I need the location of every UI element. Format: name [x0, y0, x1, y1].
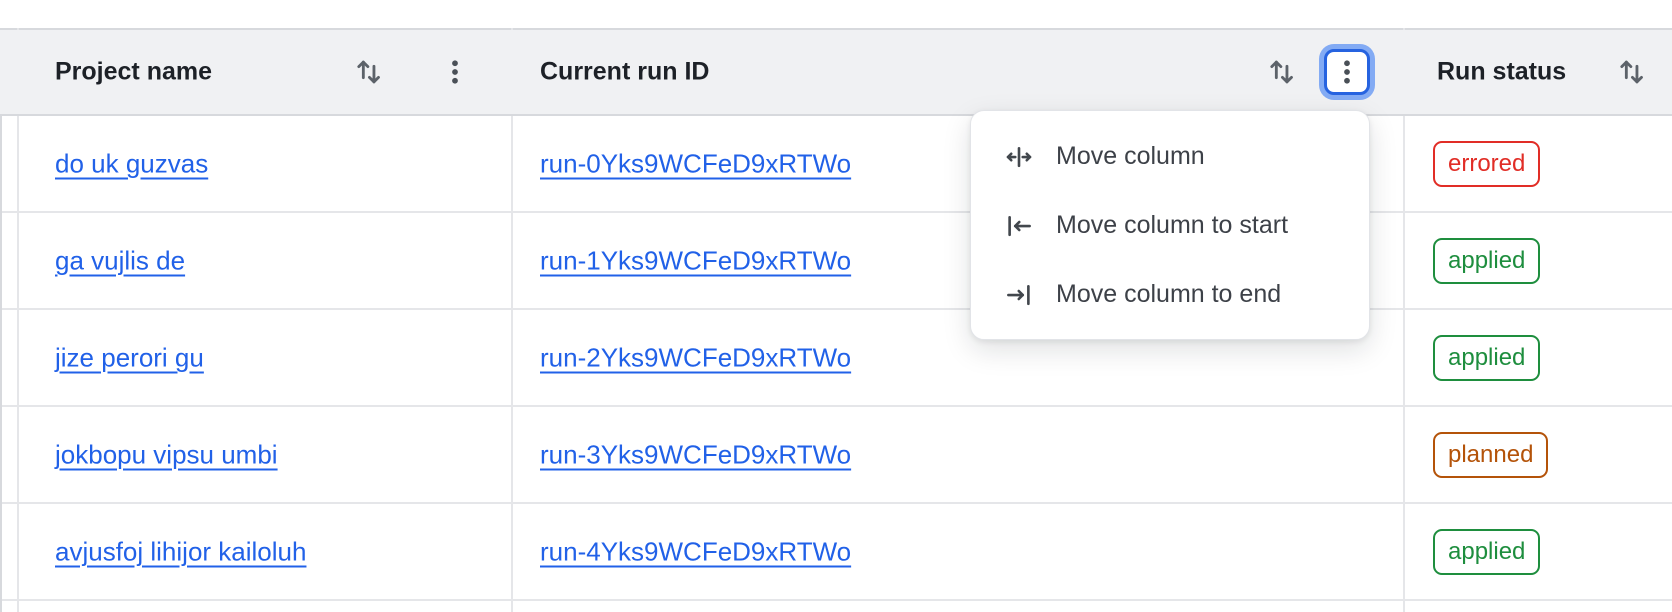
move-column-icon [1004, 142, 1034, 172]
move-column-to-end-icon [1004, 280, 1034, 310]
column-header-run-status: Run status [1404, 30, 1672, 114]
run-id-link[interactable]: run-2Yks9WCFeD9xRTWo [540, 342, 852, 372]
table-row: ga vujlis de run-1Yks9WCFeD9xRTWo applie… [0, 213, 1672, 310]
menu-item-label: Move column to start [1056, 211, 1289, 239]
table-left-border [0, 28, 2, 612]
run-id-link[interactable]: run-3Yks9WCFeD9xRTWo [540, 439, 852, 469]
sort-arrows-icon [1265, 55, 1299, 89]
column-menu-button[interactable] [438, 52, 472, 92]
menu-item-move-column[interactable]: Move column [971, 122, 1369, 191]
column-menu-button-active[interactable] [1324, 49, 1370, 95]
run-id-link[interactable]: run-1Yks9WCFeD9xRTWo [540, 245, 852, 275]
sort-button[interactable] [1614, 52, 1650, 92]
project-link[interactable]: avjusfoj lihijor kailoluh [55, 536, 307, 566]
table-row-partial [0, 601, 1672, 612]
sort-arrows-icon [1615, 55, 1649, 89]
column-divider-edge [17, 28, 19, 612]
sort-button[interactable] [351, 52, 387, 92]
column-options-menu: Move column Move column to start Move co… [970, 110, 1370, 340]
status-badge: applied [1433, 334, 1541, 381]
column-label: Run status [1437, 57, 1567, 86]
column-label: Project name [55, 57, 213, 86]
column-label: Current run ID [540, 57, 710, 86]
kebab-menu-icon [440, 57, 470, 87]
status-badge: applied [1433, 528, 1541, 575]
project-link[interactable]: jize perori gu [55, 342, 204, 372]
column-header-project-name: Project name [18, 30, 511, 114]
column-divider-project-run [511, 28, 513, 612]
project-link[interactable]: jokbopu vipsu umbi [55, 439, 278, 469]
table-row: do uk guzvas run-0Yks9WCFeD9xRTWo errore… [0, 116, 1672, 213]
table-body: do uk guzvas run-0Yks9WCFeD9xRTWo errore… [0, 116, 1672, 612]
run-id-link[interactable]: run-4Yks9WCFeD9xRTWo [540, 536, 852, 566]
table-row: jokbopu vipsu umbi run-3Yks9WCFeD9xRTWo … [0, 407, 1672, 504]
menu-item-move-column-to-start[interactable]: Move column to start [971, 191, 1369, 260]
table-header-row: Project name Current run ID [0, 30, 1672, 116]
sort-arrows-icon [352, 55, 386, 89]
project-link[interactable]: ga vujlis de [55, 245, 186, 275]
status-badge: errored [1433, 140, 1541, 187]
menu-item-label: Move column to end [1056, 280, 1282, 308]
column-divider-run-status [1403, 28, 1405, 612]
sort-button[interactable] [1264, 52, 1300, 92]
table-top-border [0, 28, 1672, 30]
table-row: avjusfoj lihijor kailoluh run-4Yks9WCFeD… [0, 504, 1672, 601]
kebab-menu-icon [1332, 57, 1362, 87]
table-row: jize perori gu run-2Yks9WCFeD9xRTWo appl… [0, 310, 1672, 407]
menu-item-label: Move column [1056, 142, 1205, 170]
menu-item-move-column-to-end[interactable]: Move column to end [971, 260, 1369, 329]
move-column-to-start-icon [1004, 211, 1034, 241]
project-link[interactable]: do uk guzvas [55, 148, 209, 178]
run-id-link[interactable]: run-0Yks9WCFeD9xRTWo [540, 148, 852, 178]
status-badge: applied [1433, 237, 1541, 284]
status-badge: planned [1433, 431, 1549, 478]
column-header-current-run-id: Current run ID [512, 30, 1403, 114]
